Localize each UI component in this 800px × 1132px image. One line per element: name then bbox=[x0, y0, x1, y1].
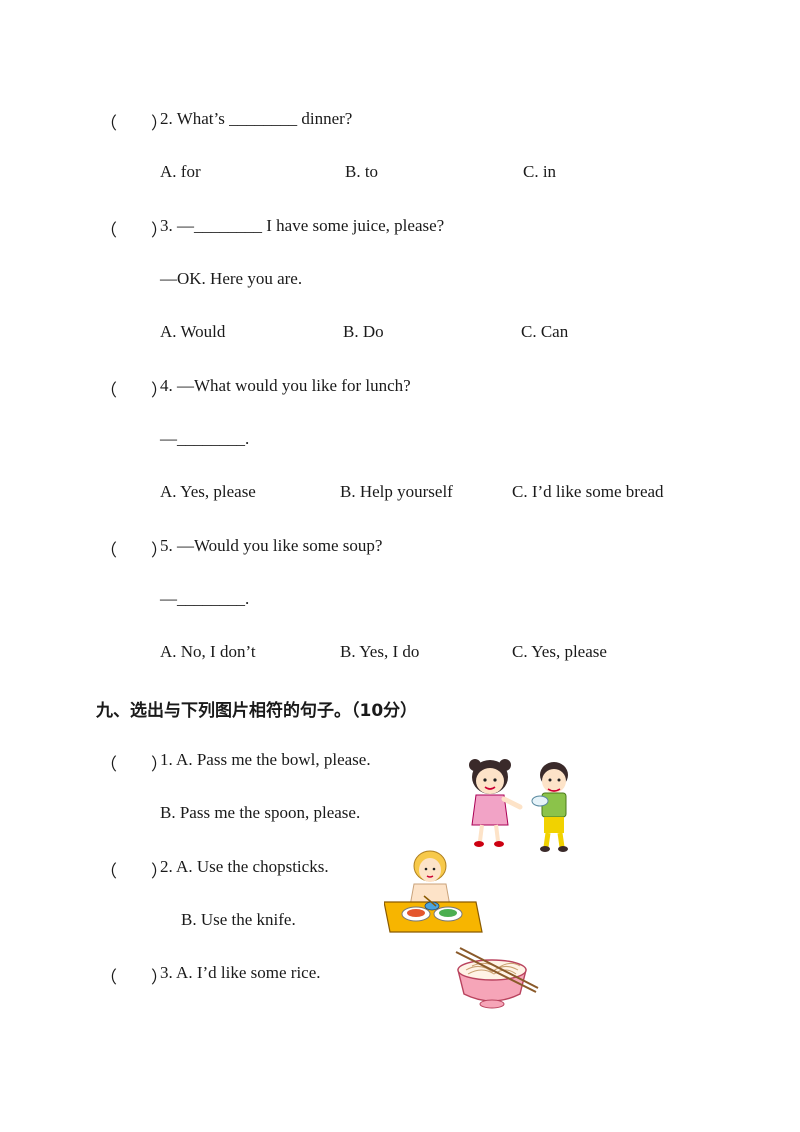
question-reply: —________. bbox=[160, 429, 250, 448]
option-b: B. to bbox=[345, 162, 379, 181]
option-a: A. No, I don’t bbox=[160, 642, 256, 661]
item-option-a: 1. A. Pass me the bowl, please. bbox=[160, 750, 371, 769]
option-c: C. in bbox=[523, 162, 557, 181]
option-c: C. Can bbox=[521, 322, 569, 341]
question-stem: 3. —________ I have some juice, please? bbox=[160, 216, 445, 235]
answer-paren[interactable]: （ ） bbox=[100, 862, 168, 881]
answer-paren[interactable]: （ ） bbox=[100, 114, 168, 133]
item-option-a: 2. A. Use the chopsticks. bbox=[160, 857, 329, 876]
question-stem: 4. —What would you like for lunch? bbox=[160, 376, 411, 395]
woman-eating-picture bbox=[384, 850, 483, 933]
option-b: B. Do bbox=[343, 322, 384, 341]
option-a: A. for bbox=[160, 162, 201, 181]
girl-and-boy-picture bbox=[469, 759, 568, 852]
item-option-a: 3. A. I’d like some rice. bbox=[160, 963, 321, 982]
item-option-b: B. Use the knife. bbox=[181, 910, 296, 929]
section-heading: 九、选出与下列图片相符的句子。（10分） bbox=[96, 701, 418, 721]
noodle-bowl-picture bbox=[455, 947, 539, 1009]
answer-paren[interactable]: （ ） bbox=[100, 381, 168, 400]
option-c: C. I’d like some bread bbox=[512, 482, 664, 501]
option-a: A. Would bbox=[160, 322, 226, 341]
answer-paren[interactable]: （ ） bbox=[100, 541, 168, 560]
question-reply: —________. bbox=[160, 589, 250, 608]
question-reply: —OK. Here you are. bbox=[160, 269, 303, 288]
option-b: B. Yes, I do bbox=[340, 642, 420, 661]
answer-paren[interactable]: （ ） bbox=[100, 221, 168, 240]
question-stem: 2. What’s ________ dinner? bbox=[160, 109, 353, 128]
item-option-b: B. Pass me the spoon, please. bbox=[160, 803, 361, 822]
answer-paren[interactable]: （ ） bbox=[100, 755, 168, 774]
question-stem: 5. —Would you like some soup? bbox=[160, 536, 383, 555]
answer-paren[interactable]: （ ） bbox=[100, 968, 168, 987]
option-a: A. Yes, please bbox=[160, 482, 256, 501]
option-b: B. Help yourself bbox=[340, 482, 453, 501]
option-c: C. Yes, please bbox=[512, 642, 607, 661]
